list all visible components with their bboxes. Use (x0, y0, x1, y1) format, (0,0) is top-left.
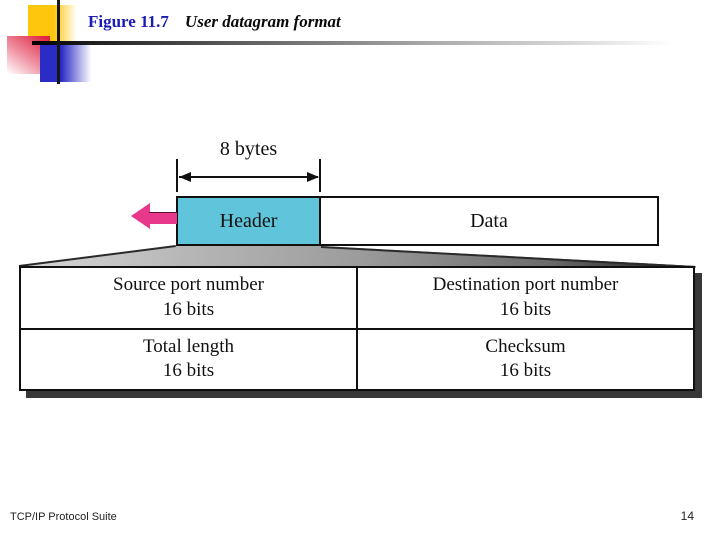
field-size: 16 bits (162, 298, 215, 320)
field-name: Total length (142, 335, 234, 357)
logo-yellow-square (28, 5, 77, 41)
field-cell-total-length: Total length 16 bits (21, 329, 358, 389)
field-name: Destination port number (432, 274, 619, 296)
fields-table: Source port number 16 bits Destination p… (19, 266, 695, 391)
field-size: 16 bits (499, 298, 552, 320)
field-size: 16 bits (162, 360, 215, 382)
page-number: 14 (680, 509, 694, 523)
header-box: Header (176, 196, 321, 246)
title-rule-divider (32, 41, 692, 45)
figure-label: Figure 11.7 (88, 12, 169, 31)
arrowhead-right-icon (307, 172, 319, 182)
field-cell-source-port: Source port number 16 bits (21, 268, 358, 328)
logo-vertical-line (57, 0, 60, 84)
header-box-label: Header (219, 209, 278, 232)
measure-line (179, 176, 318, 178)
measure-tick-right (319, 159, 321, 192)
slide-title: Figure 11.7 User datagram format (88, 12, 341, 32)
field-name: Checksum (485, 335, 566, 357)
left-arrow-shaft (149, 211, 177, 224)
field-size: 16 bits (499, 360, 552, 382)
arrowhead-left-icon (179, 172, 191, 182)
field-cell-destination-port: Destination port number 16 bits (358, 268, 693, 328)
field-name: Source port number (113, 274, 264, 296)
field-cell-checksum: Checksum 16 bits (358, 330, 693, 390)
figure-title: User datagram format (184, 12, 341, 31)
table-row: Source port number 16 bits Destination p… (21, 268, 693, 330)
left-arrow-icon (131, 203, 150, 229)
measure-tick-left (176, 159, 178, 192)
data-box: Data (319, 196, 659, 246)
logo-blue-square (40, 45, 93, 82)
table-row: Total length 16 bits Checksum 16 bits (21, 329, 693, 390)
measure-label: 8 bytes (219, 138, 278, 160)
data-box-label: Data (470, 209, 508, 232)
footer-book-title: TCP/IP Protocol Suite (10, 511, 117, 523)
